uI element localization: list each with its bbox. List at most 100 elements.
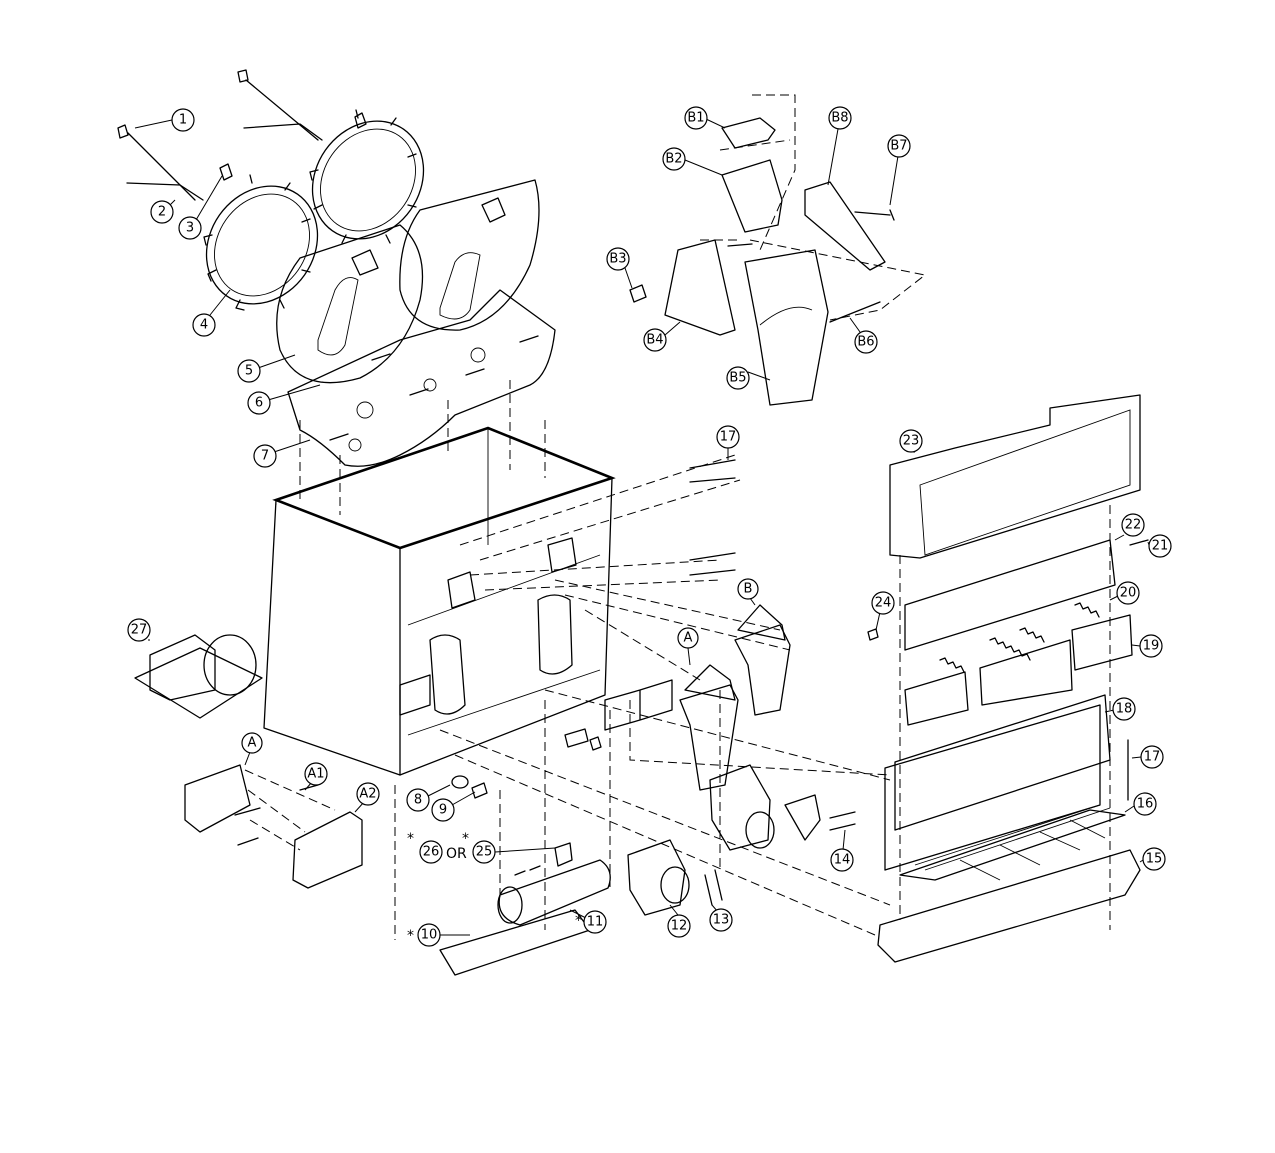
chute-top-bracket-b1 [721,117,776,149]
svg-text:15: 15 [1146,852,1163,867]
gearmotor-upper-end [745,811,775,849]
svg-text:17: 17 [720,430,737,445]
callout-2: 2 [150,199,176,224]
front-panel-group [867,394,1149,963]
gear-teeth [203,109,417,311]
solenoid-group [627,764,856,916]
chutes-group [604,604,791,791]
chute-knob-b3 [629,284,647,303]
callout-17a: 17 [716,425,740,460]
chute-hopper-b5-inner [759,306,813,326]
bowl-back-tab [351,197,506,276]
drive-bar-2b [243,123,323,141]
chute-B-body [734,624,791,716]
chute-lever-b8 [804,181,886,271]
drip-tray-15 [877,849,1141,963]
chute-B-top [737,604,786,641]
cabinet-hidden-lines [299,380,546,515]
bowl-back-5b-slot [439,252,481,320]
svg-text:B8: B8 [831,111,848,126]
chute-assembly-group [629,94,927,406]
cabinet-window-right [537,594,573,675]
switch-plate-22 [904,539,1116,651]
gear-wheel-4 [205,185,319,305]
merchandiser-23 [889,394,1141,559]
svg-text:5: 5 [245,364,253,379]
guide-lines [394,454,1111,940]
switch-block-group [184,764,363,889]
svg-text:B6: B6 [857,335,874,350]
switch-bank [604,679,673,731]
svg-text:B7: B7 [890,139,907,154]
bowl-back-5b [399,179,540,331]
clip-3 [219,163,233,181]
svg-text:10: 10 [421,928,438,943]
chute-hopper-b5 [744,249,829,406]
chute-deflector-b2 [721,159,783,233]
callout-A2: A2 [354,782,380,813]
switch-screws-A1 [234,784,319,846]
svg-text:16: 16 [1137,797,1154,812]
svg-text:13: 13 [713,913,730,928]
plate-hole [348,438,362,452]
svg-text:21: 21 [1152,539,1169,554]
callout-9: 9 [431,791,476,822]
switch-cover-A2 [292,811,363,889]
cabinet-top-rim [272,426,616,550]
svg-text:A: A [684,631,693,646]
auger-rod-1 [117,124,196,201]
svg-text:23: 23 [903,434,920,449]
callout-13: 13 [709,904,733,932]
callout-19: 19 [1131,634,1163,658]
springs-20 [939,602,1100,673]
callout-10: 10 [417,923,470,947]
callout-B3: B3 [606,247,633,289]
callout-20: 20 [1109,581,1140,605]
cabinet-window-left [429,634,466,715]
callout-24: 24 [871,591,895,631]
chute-screw-b7 [854,209,895,221]
svg-text:19: 19 [1143,639,1160,654]
terminal-strip [399,674,431,716]
motor-base-plate [134,647,263,719]
motor-27-group [134,634,263,719]
plate-hole [356,401,374,419]
switch-block-A [184,764,251,833]
svg-text:A2: A2 [359,787,376,802]
fitting-9 [471,782,488,799]
motor-capacitor [203,634,257,696]
cabinet-group [263,380,616,776]
callout-23: 23 [899,429,923,453]
gearmotor-12-end [660,866,690,904]
front-lower-panel [884,704,1101,871]
auger-rod-1b [237,69,319,141]
screw-6 [329,335,539,441]
callout-26: 26 [419,840,443,864]
front-door-18 [894,694,1111,831]
callout-A-bottom: A [241,732,263,766]
asterisk-26: * [407,831,414,847]
callout-B1: B1 [684,106,726,130]
heater-fittings-25 [514,842,573,876]
callout-A-top: A [677,627,699,666]
svg-text:18: 18 [1116,702,1133,717]
svg-text:B4: B4 [646,333,663,348]
asterisk-25: * [462,831,469,847]
gear-wheel-4b [311,120,425,240]
svg-text:1: 1 [179,113,187,128]
drip-grate-16 [899,809,1126,881]
switch-guides [244,769,336,851]
bowl-mounting-plate-7 [287,289,556,467]
chute-side-bracket-b4 [664,239,736,336]
svg-text:B1: B1 [687,111,704,126]
svg-text:B3: B3 [609,252,626,267]
svg-text:3: 3 [186,221,194,236]
svg-text:26: 26 [423,845,440,860]
callout-5: 5 [237,354,296,383]
svg-text:22: 22 [1125,518,1142,533]
svg-text:14: 14 [834,853,851,868]
bowl-back-5 [276,224,424,384]
fitting-8 [451,775,469,789]
callout-B7: B7 [887,134,911,206]
